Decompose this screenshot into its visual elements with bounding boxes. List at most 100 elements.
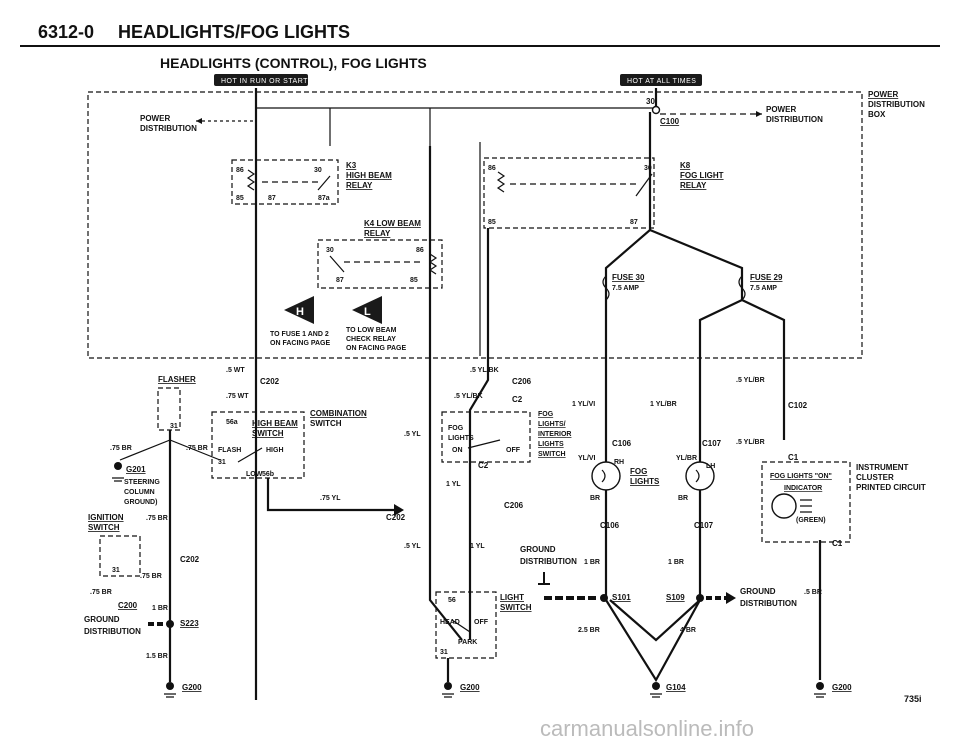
wire-label-15br: 1.5 BR — [146, 653, 168, 660]
fuse-30: FUSE 30 7.5 AMP — [602, 273, 645, 301]
svg-text:31: 31 — [170, 423, 178, 430]
svg-text:G200: G200 — [832, 683, 852, 692]
ground-g200-right: G200 — [814, 682, 852, 698]
power-distribution-box-outline — [87, 91, 863, 359]
svg-text:FOG: FOG — [630, 467, 647, 476]
svg-text:INTERIOR: INTERIOR — [538, 431, 571, 438]
svg-text:85: 85 — [236, 195, 244, 202]
svg-text:G104: G104 — [666, 683, 686, 692]
fuse-29: FUSE 29 7.5 AMP — [738, 273, 783, 301]
svg-text:COLUMN: COLUMN — [124, 489, 155, 496]
wire-label-5wt: .5 WT — [226, 367, 245, 374]
wire-label-1yl: 1 YL — [446, 481, 461, 488]
svg-text:SWITCH: SWITCH — [88, 523, 120, 532]
svg-text:RH: RH — [614, 459, 624, 466]
svg-text:31: 31 — [112, 567, 120, 574]
ref-l-note-2: CHECK RELAY — [346, 336, 396, 343]
connector-c202-bottom: C202 — [180, 555, 200, 564]
svg-text:1 BR: 1 BR — [584, 559, 600, 566]
connector-c202-top: C202 — [260, 377, 280, 386]
svg-text:SWITCH: SWITCH — [252, 429, 284, 438]
connector-c200: C200 — [118, 601, 138, 610]
svg-text:DISTRIBUTION: DISTRIBUTION — [140, 124, 197, 133]
relay-k4: 30 86 87 85 — [317, 239, 443, 289]
svg-text:56a: 56a — [226, 419, 238, 426]
ref-h-note-2: ON FACING PAGE — [270, 340, 330, 347]
wire-label-75br-3: .75 BR — [146, 515, 168, 522]
svg-text:HIGH: HIGH — [266, 447, 284, 454]
svg-text:30: 30 — [644, 165, 652, 172]
wire-flasher-branch — [119, 439, 221, 461]
connector-c2-top: C2 — [512, 395, 523, 404]
wire-label-ylvi: YL/VI — [578, 455, 596, 462]
svg-text:FLASHER: FLASHER — [158, 375, 196, 384]
svg-text:DISTRIBUTION: DISTRIBUTION — [84, 627, 141, 636]
svg-text:COMBINATION: COMBINATION — [310, 409, 367, 418]
wire-label-25br: 2.5 BR — [578, 627, 600, 634]
fog-lights-switch: FOG LIGHTS ON OFF — [441, 411, 531, 463]
power-distribution-box-label: POWER DISTRIBUTION BOX — [868, 90, 925, 119]
svg-text:LIGHTS: LIGHTS — [630, 477, 660, 486]
wire-label-1br: 1 BR — [152, 605, 168, 612]
ground-distribution-s223: GROUND DISTRIBUTION S223 — [84, 615, 199, 636]
relay-k4-label: K4 LOW BEAM RELAY — [364, 219, 421, 238]
svg-text:30: 30 — [326, 247, 334, 254]
ground-distribution-center: GROUND DISTRIBUTION 1 BR S101 — [520, 545, 631, 602]
wire-label-5yl-2: .5 YL — [404, 543, 421, 550]
connector-c106-bottom: C106 — [600, 521, 620, 530]
svg-text:30: 30 — [314, 167, 322, 174]
connector-c2-bottom: C2 — [478, 461, 489, 470]
svg-text:FOG LIGHTS "ON": FOG LIGHTS "ON" — [770, 473, 832, 480]
svg-text:HOT IN RUN OR START: HOT IN RUN OR START — [221, 78, 308, 85]
wire-label-75br-4: .75 BR — [140, 573, 162, 580]
svg-text:FOG LIGHT: FOG LIGHT — [680, 171, 724, 180]
svg-text:FOG: FOG — [538, 411, 554, 418]
ref-l-arrow: L — [352, 296, 382, 324]
wire-label-br-2: BR — [678, 495, 688, 502]
svg-text:IGNITION: IGNITION — [88, 513, 124, 522]
light-switch: 56 HEAD OFF PARK 31 — [435, 591, 497, 659]
svg-text:87: 87 — [630, 219, 638, 226]
svg-text:DISTRIBUTION: DISTRIBUTION — [520, 557, 577, 566]
page-title: HEADLIGHTS/FOG LIGHTS — [118, 22, 350, 42]
wire-label-5yl: .5 YL — [404, 431, 421, 438]
svg-text:POWER: POWER — [140, 114, 170, 123]
ground-g104: G104 — [650, 682, 686, 698]
wire-fuse29-indicator — [741, 299, 786, 440]
wire-fog-relay-85 — [468, 228, 490, 640]
svg-text:G200: G200 — [460, 683, 480, 692]
wire-low-beam-switch — [266, 478, 394, 512]
svg-text:LH: LH — [706, 463, 715, 470]
svg-text:86: 86 — [416, 247, 424, 254]
power-distribution-right-label: POWER DISTRIBUTION — [660, 105, 823, 124]
fog-lights-label: FOG LIGHTS — [630, 467, 660, 486]
combination-switch: 56a HIGH BEAM SWITCH FLASH HIGH 31 LOW 5… — [211, 411, 305, 479]
ground-g200-left: G200 — [164, 682, 202, 698]
section-number: 6312-0 — [38, 22, 94, 42]
svg-text:LIGHTS: LIGHTS — [448, 435, 474, 442]
svg-text:HOT AT ALL TIMES: HOT AT ALL TIMES — [627, 78, 696, 85]
svg-text:PRINTED CIRCUIT: PRINTED CIRCUIT — [856, 483, 926, 492]
svg-text:RELAY: RELAY — [364, 229, 391, 238]
badge-hot-in-run: HOT IN RUN OR START — [214, 74, 308, 86]
svg-text:HEAD: HEAD — [440, 619, 460, 626]
wire-label-5ylbr-2: .5 YL/BR — [736, 439, 765, 446]
connector-c202-mid: C202 — [386, 513, 406, 522]
wire-label-75wt: .75 WT — [226, 393, 249, 400]
svg-text:H: H — [296, 306, 304, 318]
svg-text:87a: 87a — [318, 195, 330, 202]
connector-c100: C100 — [660, 117, 680, 126]
badge-hot-at-all-times: HOT AT ALL TIMES — [620, 74, 702, 86]
svg-text:56: 56 — [448, 597, 456, 604]
connector-c202-mid-pin — [394, 504, 404, 516]
svg-text:56b: 56b — [262, 471, 274, 478]
svg-text:S101: S101 — [612, 593, 631, 602]
svg-text:OFF: OFF — [474, 619, 489, 626]
fog-light-lh: LH — [685, 461, 715, 491]
svg-text:31: 31 — [440, 649, 448, 656]
ref-l-note: TO LOW BEAM — [346, 327, 397, 334]
flasher: FLASHER 31 — [157, 375, 196, 431]
svg-text:POWER: POWER — [868, 90, 898, 99]
svg-text:GROUND: GROUND — [520, 545, 556, 554]
svg-text:FLASH: FLASH — [218, 447, 241, 454]
